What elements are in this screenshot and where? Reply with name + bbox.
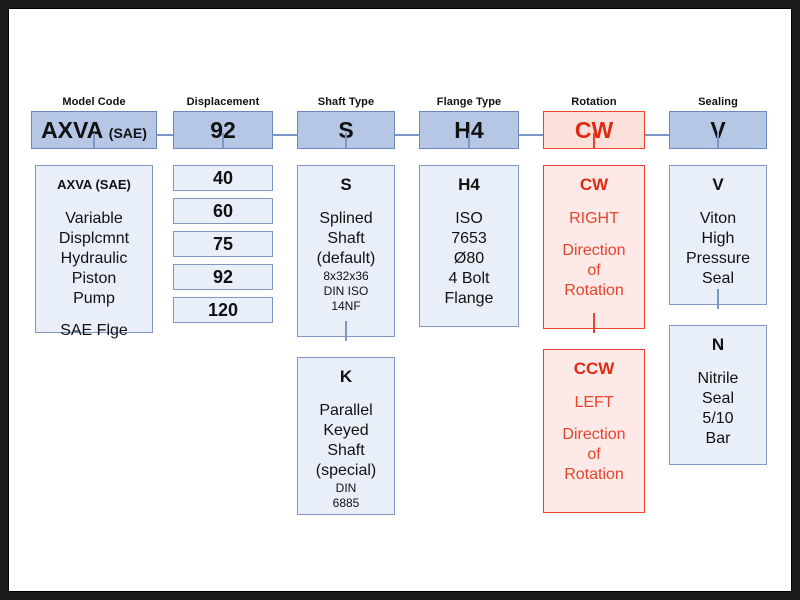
- detail-box-shaft-keyed[interactable]: K Parallel Keyed Shaft (special) DIN 688…: [297, 357, 395, 515]
- detail-line-small: DIN: [335, 481, 357, 495]
- displacement-option[interactable]: 75: [173, 231, 273, 257]
- head-code-displacement: 92: [210, 116, 236, 143]
- connector-flange-rotation: [519, 134, 543, 136]
- detail-line: Ø80: [453, 250, 485, 267]
- displacement-option[interactable]: 40: [173, 165, 273, 191]
- detail-line: Seal: [701, 390, 735, 407]
- detail-line: Hydraulic: [60, 250, 128, 267]
- detail-line: 7653: [451, 230, 487, 247]
- detail-line: Keyed: [323, 422, 369, 439]
- column-title-model-code: Model Code: [62, 96, 126, 108]
- column-model-code: Model Code AXVA (SAE) AXVA (SAE) Variabl…: [31, 95, 157, 339]
- detail-line-small: 8x32x36: [323, 269, 369, 283]
- detail-line-small: 14NF: [331, 299, 361, 313]
- detail-key-rotation-ccw: CCW: [573, 359, 615, 378]
- connector-model-code-down: [93, 133, 95, 149]
- connector-modelcode-displacement: [157, 134, 173, 136]
- column-title-flange-type: Flange Type: [436, 96, 502, 108]
- head-code-model-code: AXVA (SAE): [41, 116, 147, 143]
- detail-line: Piston: [71, 270, 117, 287]
- connector-displacement-down: [222, 133, 224, 149]
- head-code-rotation: CW: [574, 116, 614, 143]
- detail-line: (special): [315, 462, 377, 479]
- detail-key-sealing-n: N: [711, 335, 725, 354]
- detail-line-small: 6885: [332, 496, 360, 510]
- detail-line: of: [587, 446, 601, 463]
- detail-line: Splined: [319, 210, 373, 227]
- detail-line: 4 Bolt: [448, 270, 490, 287]
- detail-line: Parallel: [319, 402, 373, 419]
- detail-line: Flange: [444, 290, 494, 307]
- detail-line: LEFT: [574, 394, 614, 411]
- detail-box-rotation-ccw[interactable]: CCW LEFT Direction of Rotation: [543, 349, 645, 513]
- detail-line: of: [587, 262, 601, 279]
- detail-box-sealing-nitrile[interactable]: N Nitrile Seal 5/10 Bar: [669, 325, 767, 465]
- head-code-shaft-type: S: [338, 116, 354, 143]
- column-title-sealing: Sealing: [698, 96, 738, 108]
- detail-line: Variable: [65, 210, 123, 227]
- detail-line-small: DIN ISO: [323, 284, 369, 298]
- detail-key-shaft-k: K: [339, 367, 353, 386]
- connector-shaft-down: [345, 133, 347, 149]
- detail-line: High: [701, 230, 735, 247]
- connector-flange-down: [468, 133, 470, 149]
- connector-sealing-down: [717, 133, 719, 149]
- connector-rotation-down: [593, 133, 595, 149]
- detail-line: Nitrile: [697, 370, 739, 387]
- detail-line: 5/10: [702, 410, 734, 427]
- detail-line: Direction: [562, 426, 626, 443]
- detail-key-sealing-v: V: [712, 175, 724, 194]
- detail-line: Shaft: [327, 230, 365, 247]
- displacement-option[interactable]: 92: [173, 264, 273, 290]
- detail-line: Pressure: [685, 250, 751, 267]
- displacement-option[interactable]: 60: [173, 198, 273, 224]
- column-displacement: Displacement 92 40 60 75 92 120: [173, 95, 273, 330]
- head-code-sealing: V: [710, 116, 726, 143]
- diagram-canvas: Model Code AXVA (SAE) AXVA (SAE) Variabl…: [8, 8, 792, 592]
- connector-displacement-shaft: [273, 134, 297, 136]
- detail-line: Displcmnt: [58, 230, 130, 247]
- connector-rotation-sealing: [645, 134, 669, 136]
- detail-box-model-code-axva[interactable]: AXVA (SAE) Variable Displcmnt Hydraulic …: [35, 165, 153, 339]
- detail-line: ISO: [455, 210, 483, 227]
- column-title-displacement: Displacement: [186, 96, 260, 108]
- detail-key-rotation-cw: CW: [579, 175, 609, 194]
- detail-key-shaft-s: S: [340, 175, 352, 194]
- detail-spacer: [544, 413, 644, 425]
- head-box-displacement[interactable]: 92: [173, 111, 273, 149]
- detail-line: (default): [316, 250, 376, 267]
- detail-line: Rotation: [564, 282, 624, 299]
- column-sealing: Sealing V V Viton High Pressure Seal N N…: [669, 95, 767, 465]
- connector-shaft-flange: [395, 134, 419, 136]
- detail-box-sealing-viton[interactable]: V Viton High Pressure Seal: [669, 165, 767, 305]
- detail-line: Rotation: [564, 466, 624, 483]
- column-flange-type: Flange Type H4 H4 ISO 7653 Ø80 4 Bolt Fl…: [419, 95, 519, 327]
- column-title-shaft-type: Shaft Type: [317, 96, 375, 108]
- connector-rotation-cw-to-ccw: [593, 313, 595, 333]
- detail-line: Viton: [699, 210, 737, 227]
- detail-key-axva: AXVA (SAE): [57, 177, 131, 192]
- detail-line: RIGHT: [569, 210, 619, 227]
- connector-sealing-v-to-n: [717, 289, 719, 309]
- column-title-rotation: Rotation: [571, 96, 617, 108]
- detail-line: Direction: [562, 242, 626, 259]
- detail-line: Seal: [701, 270, 735, 287]
- detail-key-flange-h4: H4: [458, 175, 480, 194]
- head-code-flange-type: H4: [454, 116, 484, 143]
- detail-line: SAE Flge: [60, 322, 128, 339]
- detail-spacer: [36, 309, 152, 321]
- displacement-option[interactable]: 120: [173, 297, 273, 323]
- column-shaft-type: Shaft Type S S Splined Shaft (default) 8…: [297, 95, 395, 515]
- detail-line: Bar: [705, 430, 731, 447]
- displacement-option-list: 40 60 75 92 120: [173, 165, 273, 323]
- detail-line: Pump: [73, 290, 115, 307]
- column-rotation: Rotation CW CW RIGHT Direction of Rotati…: [543, 95, 645, 513]
- detail-spacer: [544, 229, 644, 241]
- detail-box-rotation-cw[interactable]: CW RIGHT Direction of Rotation: [543, 165, 645, 329]
- detail-box-shaft-splined[interactable]: S Splined Shaft (default) 8x32x36 DIN IS…: [297, 165, 395, 337]
- connector-shaft-s-to-k: [345, 321, 347, 341]
- detail-box-flange-h4[interactable]: H4 ISO 7653 Ø80 4 Bolt Flange: [419, 165, 519, 327]
- detail-line: Shaft: [327, 442, 365, 459]
